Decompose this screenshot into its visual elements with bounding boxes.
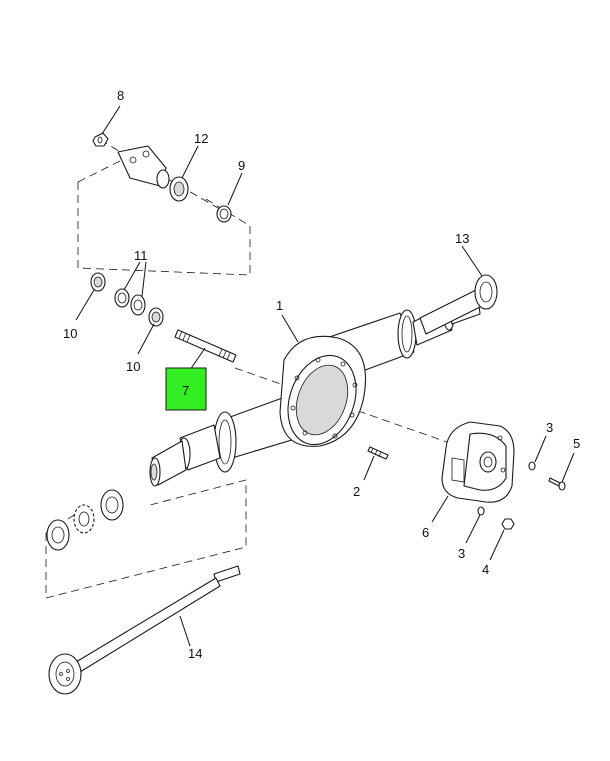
callout-9: 9	[238, 158, 245, 173]
callout-1: 1	[276, 298, 283, 313]
bolt-right	[548, 477, 566, 491]
leader-8	[101, 105, 121, 135]
pinion-axis-line	[234, 367, 511, 465]
bearing-cone-right	[130, 294, 146, 316]
seal	[169, 176, 189, 202]
callout-5: 5	[573, 436, 580, 451]
stud	[367, 446, 389, 460]
bearing-cone-left	[114, 288, 130, 308]
highlight-box-7	[165, 367, 207, 411]
leader-9	[227, 172, 243, 206]
leader-14	[179, 615, 191, 647]
snap-ring	[216, 205, 232, 223]
bearing-cup-right	[148, 307, 164, 327]
callout-6: 6	[422, 525, 429, 540]
callout-8: 8	[117, 88, 124, 103]
nut-right-lower	[501, 518, 515, 530]
spindle-nut-inner	[46, 519, 70, 551]
leader-2	[363, 455, 375, 481]
axle-shaft-left	[48, 565, 241, 695]
upper-dashed-group-outline	[77, 157, 251, 276]
callout-3-lower: 3	[458, 546, 465, 561]
callout-11: 11	[134, 248, 148, 263]
leader-11a	[123, 261, 141, 291]
lock-washer	[73, 504, 95, 534]
callout-4: 4	[482, 562, 489, 577]
spindle-nut-outer	[100, 489, 124, 521]
bearing-cup-left	[90, 272, 106, 292]
callout-3-upper: 3	[546, 420, 553, 435]
washer-right-lower	[477, 506, 485, 516]
leader-3-lower	[465, 514, 481, 544]
leader-4	[489, 529, 505, 561]
leader-10b	[137, 323, 155, 355]
callout-7: 7	[182, 383, 189, 398]
axle-shaft-right	[419, 274, 498, 335]
leader-3-upper	[534, 435, 547, 463]
carrier-cover	[441, 421, 515, 503]
leader-13	[461, 245, 483, 277]
leader-10a	[75, 289, 95, 321]
callout-10-left: 10	[63, 326, 77, 341]
leader-7	[189, 347, 206, 371]
callout-12: 12	[194, 131, 208, 146]
leader-6	[431, 495, 449, 523]
washer-right-upper	[528, 461, 536, 471]
leader-12	[181, 145, 199, 179]
pinion-nut	[92, 132, 109, 147]
yoke	[117, 145, 170, 189]
leader-1	[281, 314, 299, 343]
callout-14: 14	[188, 646, 202, 661]
callout-10-right: 10	[126, 359, 140, 374]
pinion-shaft	[174, 329, 237, 363]
callout-2: 2	[353, 484, 360, 499]
callout-13: 13	[455, 231, 469, 246]
leader-11b	[141, 261, 147, 297]
leader-5	[561, 452, 575, 483]
